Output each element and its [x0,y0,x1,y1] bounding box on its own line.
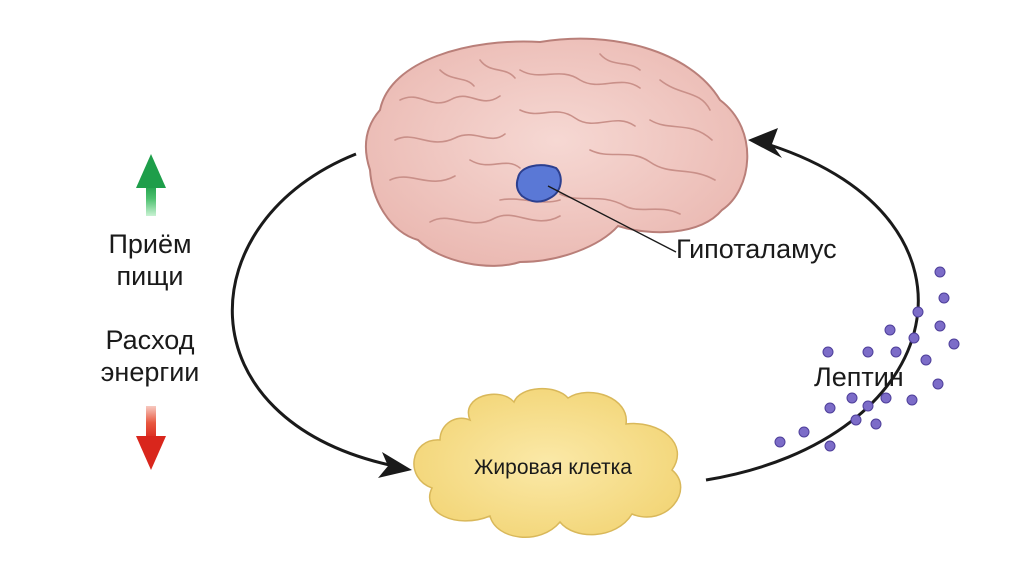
left-cycle-arrow [230,152,395,468]
hypothalamus-region [515,164,562,203]
brain [364,37,749,267]
fat-cell [413,387,682,539]
right-cycle-arrow [705,143,920,482]
up-arrow-icon [136,154,166,216]
down-arrow-icon [136,406,166,470]
hypothalamus-leader-line [547,185,677,253]
left-cycle-arrowhead [378,452,412,478]
leptin-molecules [774,266,960,452]
food-intake-label: Приём пищи [108,229,192,291]
energy-expenditure-label: Расход энергии [100,325,200,387]
right-cycle-arrowhead [748,128,782,158]
fat-cell-label: Жировая клетка [474,456,632,479]
hypothalamus-label: Гипоталамус [676,234,837,264]
leptin-label: Лептин [814,362,904,392]
